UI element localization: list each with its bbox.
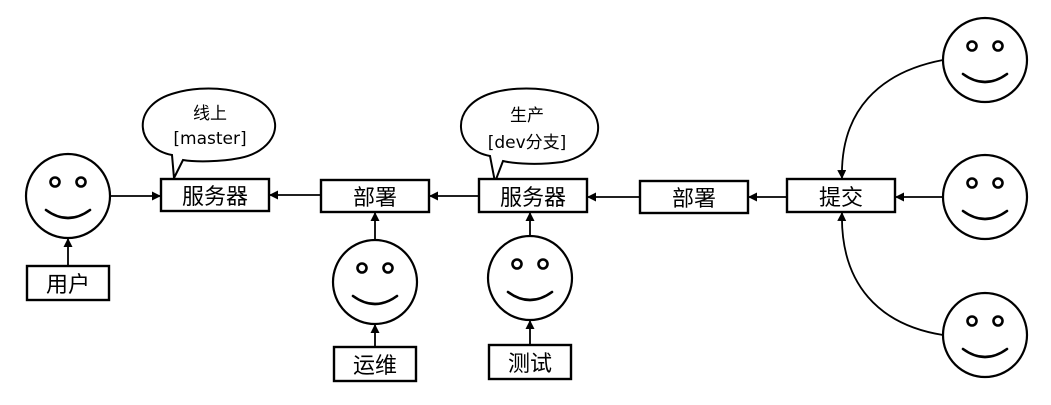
box-server-online: 服务器 (159, 177, 271, 213)
box-deploy-production-label: 部署 (672, 187, 716, 212)
box-server-production: 服务器 (477, 177, 589, 214)
developer-face-bottom-icon (941, 291, 1029, 379)
bubble-production-line2: [dev分支] (488, 133, 567, 153)
box-deploy-online-label: 部署 (353, 186, 397, 211)
developer-face-top-icon (941, 16, 1029, 104)
box-ops: 运维 (332, 345, 418, 383)
box-commit-label: 提交 (819, 186, 863, 211)
developer-face-middle-icon (941, 153, 1029, 241)
bubble-online-line2: [master] (173, 129, 246, 149)
bubble-online-line1: 线上 (193, 104, 227, 124)
user-face-icon (24, 152, 112, 240)
arrow-dev-bottom-to-commit (837, 211, 944, 336)
box-test-label: 测试 (508, 352, 552, 377)
box-server-production-label: 服务器 (500, 186, 566, 211)
bubble-online: 线上 [master] (141, 87, 277, 182)
box-user-label: 用户 (46, 273, 90, 298)
box-commit: 提交 (785, 177, 897, 214)
box-deploy-production: 部署 (638, 179, 750, 215)
bubble-production-line1: 生产 (510, 106, 544, 126)
arrow-dev-top-to-commit (837, 59, 944, 180)
box-user: 用户 (25, 264, 111, 302)
box-ops-label: 运维 (353, 354, 397, 379)
box-server-online-label: 服务器 (182, 185, 248, 210)
ops-face-icon (331, 238, 419, 326)
tester-face-icon (486, 234, 574, 322)
bubble-production: 生产 [dev分支] (460, 87, 600, 186)
box-test: 测试 (487, 343, 573, 381)
box-deploy-online: 部署 (319, 178, 431, 214)
